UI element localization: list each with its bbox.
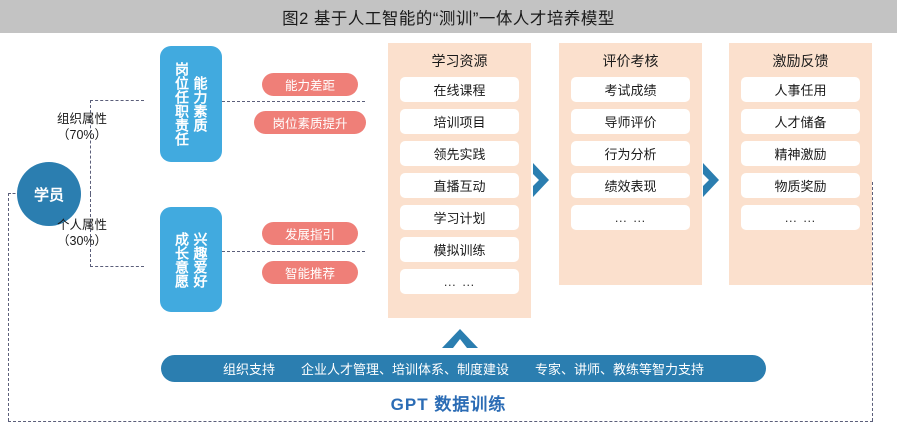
feedback-line-left-vertical xyxy=(8,193,9,421)
figure-title-bar: 图2 基于人工智能的“测训”一体人才培养模型 xyxy=(0,0,897,33)
student-node[interactable]: 学员 xyxy=(17,162,81,226)
stage-evaluation-assessment-title: 评价考核 xyxy=(602,53,659,69)
support-segment-experts: 专家、讲师、教练等智力支持 xyxy=(535,362,705,377)
stage-item[interactable]: 学习计划 xyxy=(400,205,519,230)
connector-lower-to-stage1 xyxy=(222,251,365,252)
stage-item[interactable]: 培训项目 xyxy=(400,109,519,134)
support-segment-management: 企业人才管理、培训体系、制度建设 xyxy=(300,362,509,377)
stage-incentive-feedback-title: 激励反馈 xyxy=(772,53,829,69)
branch-up-vertical xyxy=(90,100,91,194)
pill-intelligent-recommendation-label: 智能推荐 xyxy=(284,267,335,281)
pill-intelligent-recommendation[interactable]: 智能推荐 xyxy=(262,261,358,284)
pill-capability-gap-label: 能力差距 xyxy=(284,79,335,93)
chevron-right-icon xyxy=(702,163,719,197)
growth-will-box-left-column: 成长意愿 xyxy=(174,231,190,288)
edge-label-organization: 组织属性 （70%） xyxy=(57,112,107,143)
page-title: 图2 基于人工智能的“测训”一体人才培养模型 xyxy=(282,9,615,28)
stage-item-more[interactable]: … … xyxy=(571,205,690,230)
stage-item[interactable]: 模拟训练 xyxy=(400,237,519,262)
pill-capability-gap[interactable]: 能力差距 xyxy=(262,73,358,96)
stage-item[interactable]: 导师评价 xyxy=(571,109,690,134)
feedback-line-bottom xyxy=(8,421,873,422)
gpt-caption: GPT 数据训练 xyxy=(390,395,507,414)
stage-item[interactable]: 人才储备 xyxy=(741,109,860,134)
stage-item[interactable]: 精神激励 xyxy=(741,141,860,166)
stage-item[interactable]: 在线课程 xyxy=(400,77,519,102)
chevron-right-icon xyxy=(532,163,549,197)
stage-evaluation-assessment: 评价考核 考试成绩 导师评价 行为分析 绩效表现 … … xyxy=(559,43,702,285)
pill-post-quality-improvement-label: 岗位素质提升 xyxy=(272,117,348,131)
branch-down-horizontal xyxy=(90,266,144,267)
stage-item-more[interactable]: … … xyxy=(400,269,519,294)
branch-down-vertical xyxy=(90,194,91,267)
branch-up-horizontal xyxy=(90,100,144,101)
support-segment-organization: 组织支持 xyxy=(222,362,275,377)
edge-label-personal: 个人属性 （30%） xyxy=(57,218,107,249)
pill-development-guidance[interactable]: 发展指引 xyxy=(262,222,358,245)
stage-learning-resources-title: 学习资源 xyxy=(431,53,488,69)
connector-upper-to-stage1 xyxy=(222,101,365,102)
stage-item[interactable]: 行为分析 xyxy=(571,141,690,166)
stage-item[interactable]: 直播互动 xyxy=(400,173,519,198)
edge-label-organization-line2: （70%） xyxy=(57,127,108,142)
job-duty-box-left-column: 岗位任职责任 xyxy=(174,62,190,146)
stage-incentive-feedback: 激励反馈 人事任用 人才储备 精神激励 物质奖励 … … xyxy=(729,43,872,285)
stage-item[interactable]: 考试成绩 xyxy=(571,77,690,102)
growth-will-box[interactable]: 兴趣爱好 成长意愿 xyxy=(160,207,222,312)
feedback-line-right-vertical xyxy=(872,182,873,421)
pill-development-guidance-label: 发展指引 xyxy=(284,228,335,242)
edge-label-organization-line1: 组织属性 xyxy=(57,112,108,126)
stage-learning-resources: 学习资源 在线课程 培训项目 领先实践 直播互动 学习计划 模拟训练 … … xyxy=(388,43,531,318)
growth-will-box-right-column: 兴趣爱好 xyxy=(192,231,209,288)
job-duty-box[interactable]: 能力素质 岗位任职责任 xyxy=(160,46,222,162)
stage-item[interactable]: 人事任用 xyxy=(741,77,860,102)
feedback-line-into-student xyxy=(8,193,20,194)
stage-item-more[interactable]: … … xyxy=(741,205,860,230)
chevron-up-icon xyxy=(442,329,478,351)
job-duty-box-right-column: 能力素质 xyxy=(192,76,209,132)
student-node-label: 学员 xyxy=(33,186,64,204)
pill-post-quality-improvement[interactable]: 岗位素质提升 xyxy=(254,111,366,134)
stage-item[interactable]: 绩效表现 xyxy=(571,173,690,198)
stage-item[interactable]: 物质奖励 xyxy=(741,173,860,198)
stage-item[interactable]: 领先实践 xyxy=(400,141,519,166)
edge-label-personal-line2: （30%） xyxy=(57,233,108,248)
edge-label-personal-line1: 个人属性 xyxy=(57,218,108,232)
support-bar[interactable]: 组织支持 企业人才管理、培训体系、制度建设 专家、讲师、教练等智力支持 xyxy=(161,355,766,382)
